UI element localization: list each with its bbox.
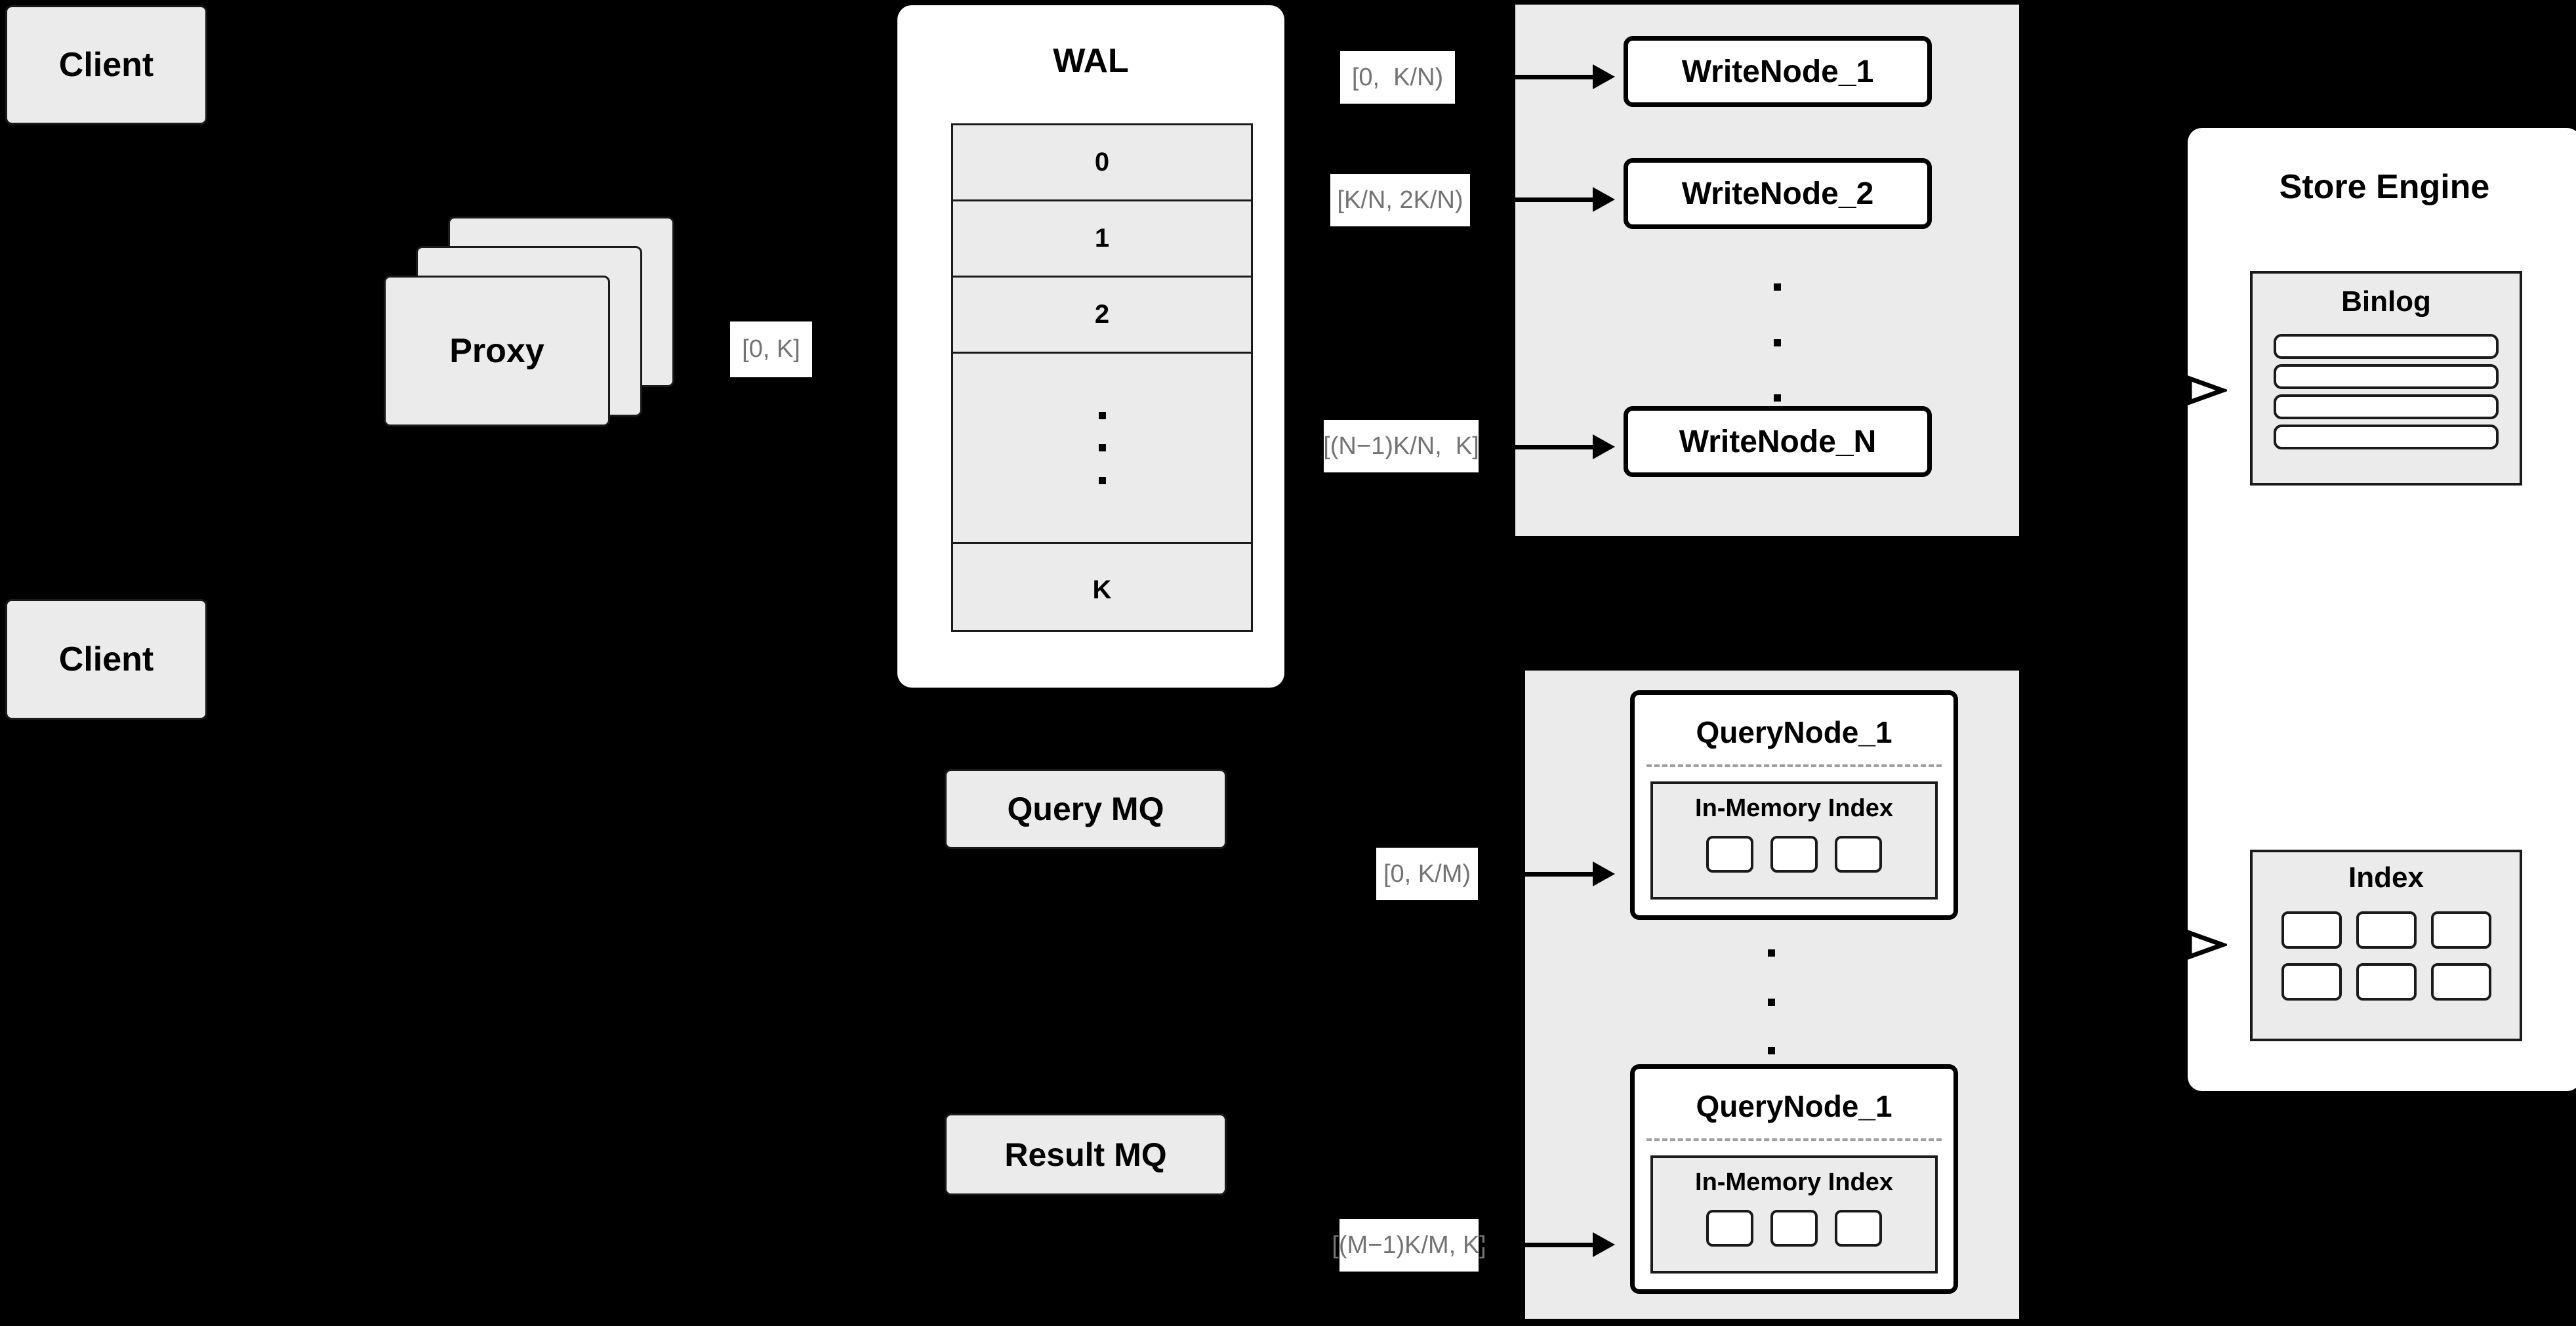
index-cell[interactable] [2430,911,2491,949]
index-cell[interactable] [2430,963,2491,1001]
query-mq-label: Query MQ [1007,791,1164,827]
range-label-query-1: [0, K/M) [1376,848,1478,900]
range-label-write-1: [0, K/N) [1340,51,1455,104]
arrow-to-binlog [2152,375,2227,405]
range-label-write-n: [(N−1)K/N, K] [1323,420,1479,472]
query-node-2[interactable]: QueryNode_1 In-Memory Index [1630,1064,1958,1294]
query-node-1[interactable]: QueryNode_1 In-Memory Index [1630,690,1958,920]
query-node-2-separator [1646,1138,1942,1141]
index-title: Index [2348,861,2424,894]
wal-row-k[interactable]: K [1092,575,1112,604]
store-engine-panel: Store Engine Binlog Index [2188,128,2576,1091]
imi-cell[interactable] [1706,1210,1753,1247]
arrow-head-query-1 [1593,861,1615,886]
wal-row-0[interactable]: 0 [953,125,1251,201]
arrow-line-write-1 [1481,75,1593,79]
imi-cell[interactable] [1706,836,1753,873]
binlog-title: Binlog [2341,285,2431,318]
binlog-row[interactable] [2274,394,2499,419]
query-node-ellipsis-dots [1767,949,1776,1054]
proxy-box[interactable]: Proxy [384,276,610,426]
wal-title: WAL [1053,42,1129,80]
imi-cell[interactable] [1770,836,1818,873]
in-memory-index-2: In-Memory Index [1650,1155,1938,1274]
arrow-head-write-1 [1593,64,1615,89]
imi-cell[interactable] [1835,1210,1882,1247]
index-cell[interactable] [2281,963,2342,1001]
arrow-to-index [2152,930,2227,960]
write-node-n-label: WriteNode_N [1679,424,1877,459]
result-mq-box[interactable]: Result MQ [945,1113,1227,1195]
index-panel: Index [2250,850,2522,1041]
imi-cell[interactable] [1770,1210,1818,1247]
client-box-2[interactable]: Client [5,599,207,720]
wal-panel: WAL 0 1 2 K [897,5,1284,688]
store-engine-title: Store Engine [2279,168,2490,206]
query-node-1-separator [1646,764,1942,767]
arrow-line-write-2 [1481,197,1593,202]
arrow-line-query-m [1481,1243,1593,1247]
range-label-write-2: [K/N, 2K/N) [1330,174,1470,226]
query-mq-box[interactable]: Query MQ [945,769,1227,849]
index-cell[interactable] [2356,911,2417,949]
binlog-row[interactable] [2274,364,2499,389]
proxy-label: Proxy [449,332,544,370]
write-node-1[interactable]: WriteNode_1 [1624,36,1932,107]
imi-cell[interactable] [1835,836,1882,873]
wal-row-1[interactable]: 1 [953,201,1251,278]
write-node-group: WriteNode_1 WriteNode_2 WriteNode_N [1515,5,2019,536]
in-memory-index-2-title: In-Memory Index [1695,1169,1893,1196]
binlog-row[interactable] [2274,425,2499,449]
write-node-1-label: WriteNode_1 [1681,54,1874,89]
arrow-head-write-n [1593,434,1615,459]
range-label-proxy-to-wal: [0, K] [730,321,812,377]
result-mq-label: Result MQ [1004,1136,1167,1173]
wal-row-2[interactable]: 2 [953,278,1251,354]
write-node-2[interactable]: WriteNode_2 [1624,158,1932,229]
write-node-ellipsis-dots [1772,283,1782,402]
write-node-n[interactable]: WriteNode_N [1624,406,1932,477]
in-memory-index-1-title: In-Memory Index [1695,795,1893,822]
query-node-2-title: QueryNode_1 [1696,1089,1892,1123]
in-memory-index-1: In-Memory Index [1650,781,1938,900]
arrow-head-query-m [1593,1232,1615,1257]
arrow-head-write-2 [1593,187,1615,212]
arrow-line-write-n [1481,445,1593,449]
binlog-row[interactable] [2274,334,2499,359]
query-node-1-title: QueryNode_1 [1696,715,1892,749]
client-box-1[interactable]: Client [5,5,207,125]
index-cell[interactable] [2356,963,2417,1001]
index-cell[interactable] [2281,911,2342,949]
range-label-query-m: [(M−1)K/M, K] [1332,1219,1486,1272]
client-label-1: Client [58,46,154,84]
wal-row-ellipsis [953,354,1251,544]
wal-rows: 0 1 2 K [951,123,1253,632]
client-label-2: Client [58,640,154,678]
wal-ellipsis-dots [1098,411,1106,484]
query-node-group: QueryNode_1 In-Memory Index QueryNode_1 … [1525,671,2019,1319]
binlog-panel: Binlog [2250,271,2522,486]
write-node-2-label: WriteNode_2 [1681,176,1874,211]
arrow-line-query-1 [1481,872,1593,877]
range-label-text: [0, K] [742,335,800,363]
